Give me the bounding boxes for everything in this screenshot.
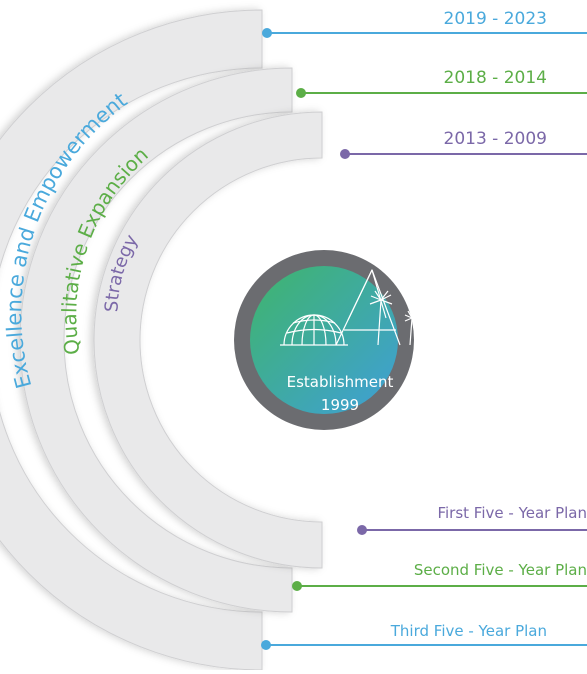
period-label-third: 2019 - 2023 xyxy=(444,9,547,29)
arc-band-middle xyxy=(19,67,293,613)
top-connector-purple xyxy=(340,149,587,159)
period-label-second: 2018 - 2014 xyxy=(444,68,547,88)
top-connector-green xyxy=(296,88,587,98)
bottom-connector-blue xyxy=(261,640,587,650)
medallion-core xyxy=(250,266,398,414)
plan-label-third: Third Five - Year Plan xyxy=(390,622,547,640)
plan-label-first: First Five - Year Plan xyxy=(437,504,587,522)
period-label-first: 2013 - 2009 xyxy=(444,129,547,149)
plan-label-second: Second Five - Year Plan xyxy=(414,561,587,579)
bottom-connector-green xyxy=(292,581,587,591)
arc-band-inner xyxy=(93,111,323,569)
center-label: Establishment xyxy=(287,373,394,391)
building-line-art-icon xyxy=(280,269,420,346)
bottom-connector-purple xyxy=(357,525,587,535)
center-medallion: Establishment 1999 xyxy=(234,250,420,430)
center-year: 1999 xyxy=(321,396,359,414)
top-connector-blue xyxy=(262,28,587,38)
